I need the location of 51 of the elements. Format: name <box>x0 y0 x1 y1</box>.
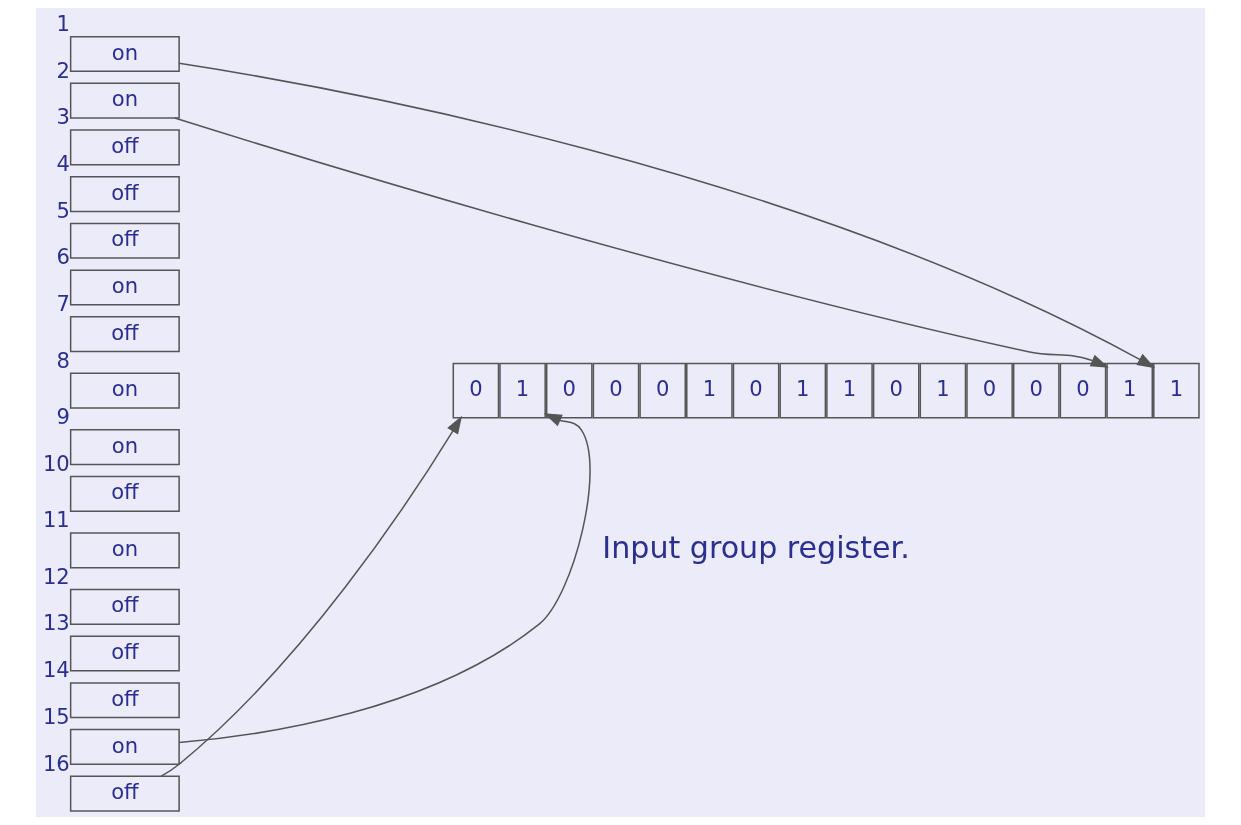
node-box: 0 <box>966 362 1013 419</box>
arrow <box>160 415 463 777</box>
node-box: 0 <box>732 362 780 419</box>
node-box: on <box>69 269 180 306</box>
node-box: 0 <box>872 362 920 419</box>
node-label: 7 <box>56 291 70 317</box>
node-box: 1 <box>499 362 546 419</box>
node-box: 0 <box>1059 362 1107 419</box>
arrow <box>174 117 1109 368</box>
node-box: on <box>69 372 180 409</box>
node-label: 2 <box>56 57 70 83</box>
node-box: 0 <box>592 362 640 419</box>
node-box: off <box>69 129 180 166</box>
node-box: on <box>69 429 180 466</box>
node-label: 6 <box>56 244 70 270</box>
node-box: 0 <box>452 362 500 419</box>
node-label: 10 <box>42 450 70 476</box>
label: Input group register. <box>602 529 910 565</box>
node-label: 12 <box>42 563 70 589</box>
node-box: off <box>69 682 180 719</box>
node-label: 13 <box>42 610 70 636</box>
node-box: off <box>69 475 180 512</box>
node-label: 8 <box>56 347 70 373</box>
node-box: off <box>69 316 180 353</box>
node-label: 3 <box>56 104 70 130</box>
node-box: off <box>69 635 180 672</box>
node-box: 1 <box>779 362 827 419</box>
node-box: off <box>69 222 180 259</box>
node-label: 1 <box>56 10 70 36</box>
node-label: 15 <box>42 703 70 729</box>
node-box: 0 <box>639 362 687 419</box>
node-label: 5 <box>56 197 70 223</box>
node-box: on <box>69 728 180 765</box>
node-box: on <box>69 532 180 569</box>
node-label: 11 <box>42 507 70 533</box>
node-box: 0 <box>545 362 593 419</box>
node-box: 1 <box>686 362 733 419</box>
node-box: 1 <box>1106 362 1154 419</box>
node-label: 16 <box>42 750 70 776</box>
node-box: off <box>69 775 180 812</box>
node-box: off <box>69 176 180 213</box>
node-box: 1 <box>919 362 967 419</box>
node-label: 9 <box>56 404 70 430</box>
node-box: on <box>69 35 180 73</box>
node-label: 14 <box>42 657 70 683</box>
node-label: 4 <box>56 151 70 177</box>
node-box: 1 <box>826 362 873 419</box>
node-box: off <box>69 588 180 625</box>
node-box: on <box>69 82 180 119</box>
node-box: 1 <box>1153 362 1200 419</box>
node-box: 0 <box>1012 362 1060 419</box>
